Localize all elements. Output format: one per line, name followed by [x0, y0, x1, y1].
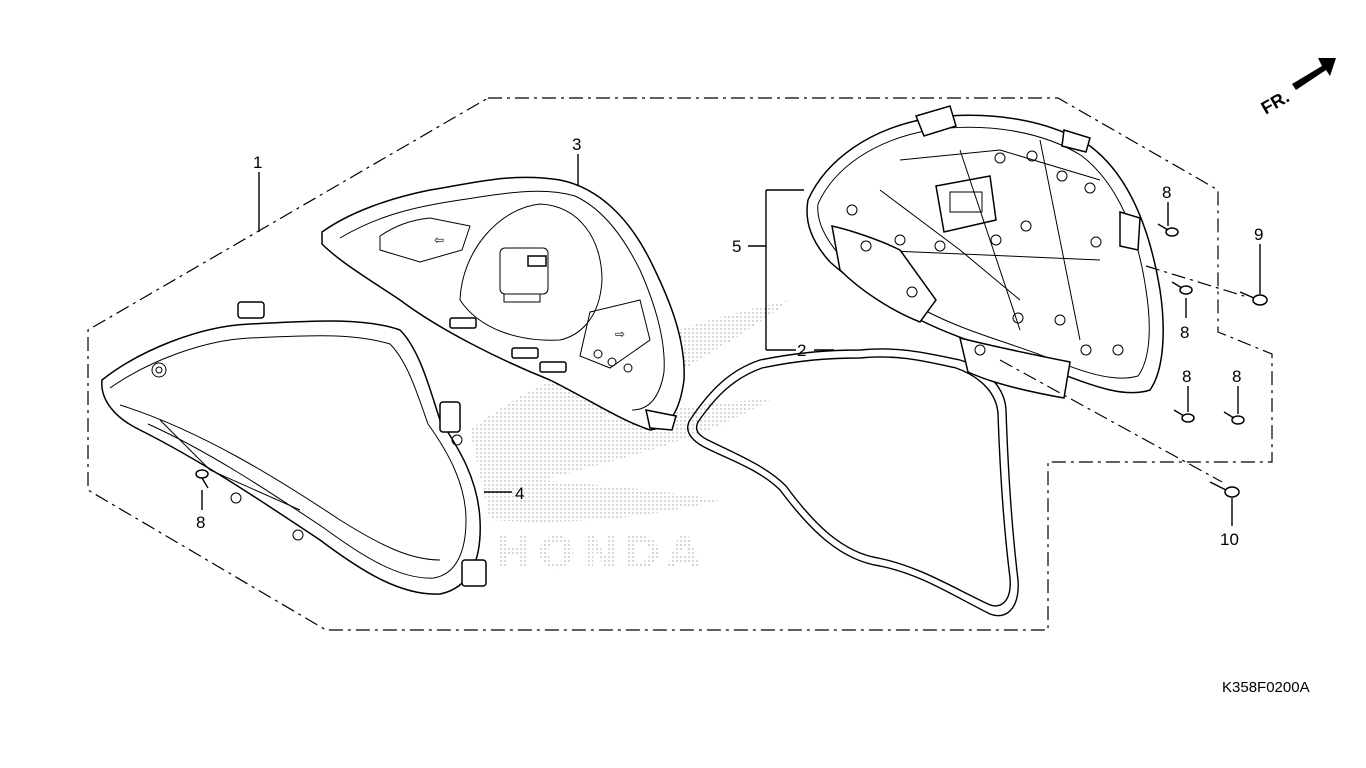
assembly-boundary [87, 97, 1273, 631]
front-arrow-icon [1292, 58, 1336, 90]
callout-9: 9 [1254, 225, 1263, 244]
drawing-code: K358F0200A [1222, 679, 1310, 696]
screw-8a [1157, 223, 1179, 237]
callout-8-left: 8 [196, 513, 205, 532]
screw-10 [1209, 481, 1240, 498]
callout-5: 5 [732, 237, 741, 256]
meter-face-part: ⇦ ⇨ [321, 176, 685, 431]
svg-text:⇦: ⇦ [434, 233, 444, 247]
screws-right [1157, 223, 1268, 498]
callouts: 1 2 3 4 5 8 8 8 8 8 9 10 [196, 135, 1263, 549]
callout-8-top: 8 [1162, 183, 1171, 202]
rear-case-part [806, 105, 1164, 399]
svg-text:⇨: ⇨ [615, 327, 625, 341]
lower-case-part [101, 301, 487, 595]
callout-10: 10 [1220, 530, 1239, 549]
honda-watermark-text: HONDA [495, 528, 707, 579]
callout-8-low-right: 8 [1232, 367, 1241, 386]
seal-gasket-part [687, 348, 1019, 617]
screw-left [195, 469, 209, 489]
front-direction-indicator: FR. [1258, 58, 1336, 118]
screw-8b [1171, 281, 1193, 295]
callout-4: 4 [515, 484, 524, 503]
callout-2: 2 [797, 341, 806, 360]
screw-9 [1239, 291, 1268, 306]
screw-8c [1173, 409, 1195, 423]
callout-8-low-left: 8 [1182, 367, 1191, 386]
honda-wing-watermark: HONDA [470, 300, 790, 579]
callout-1: 1 [253, 153, 262, 172]
callout-8-mid: 8 [1180, 323, 1189, 342]
callout-3: 3 [572, 135, 581, 154]
boss-holes [846, 150, 1124, 356]
alignment-lines [999, 265, 1245, 483]
screw-8d [1223, 411, 1245, 425]
front-direction-label: FR. [1258, 87, 1293, 119]
leader-lines [201, 154, 1261, 526]
